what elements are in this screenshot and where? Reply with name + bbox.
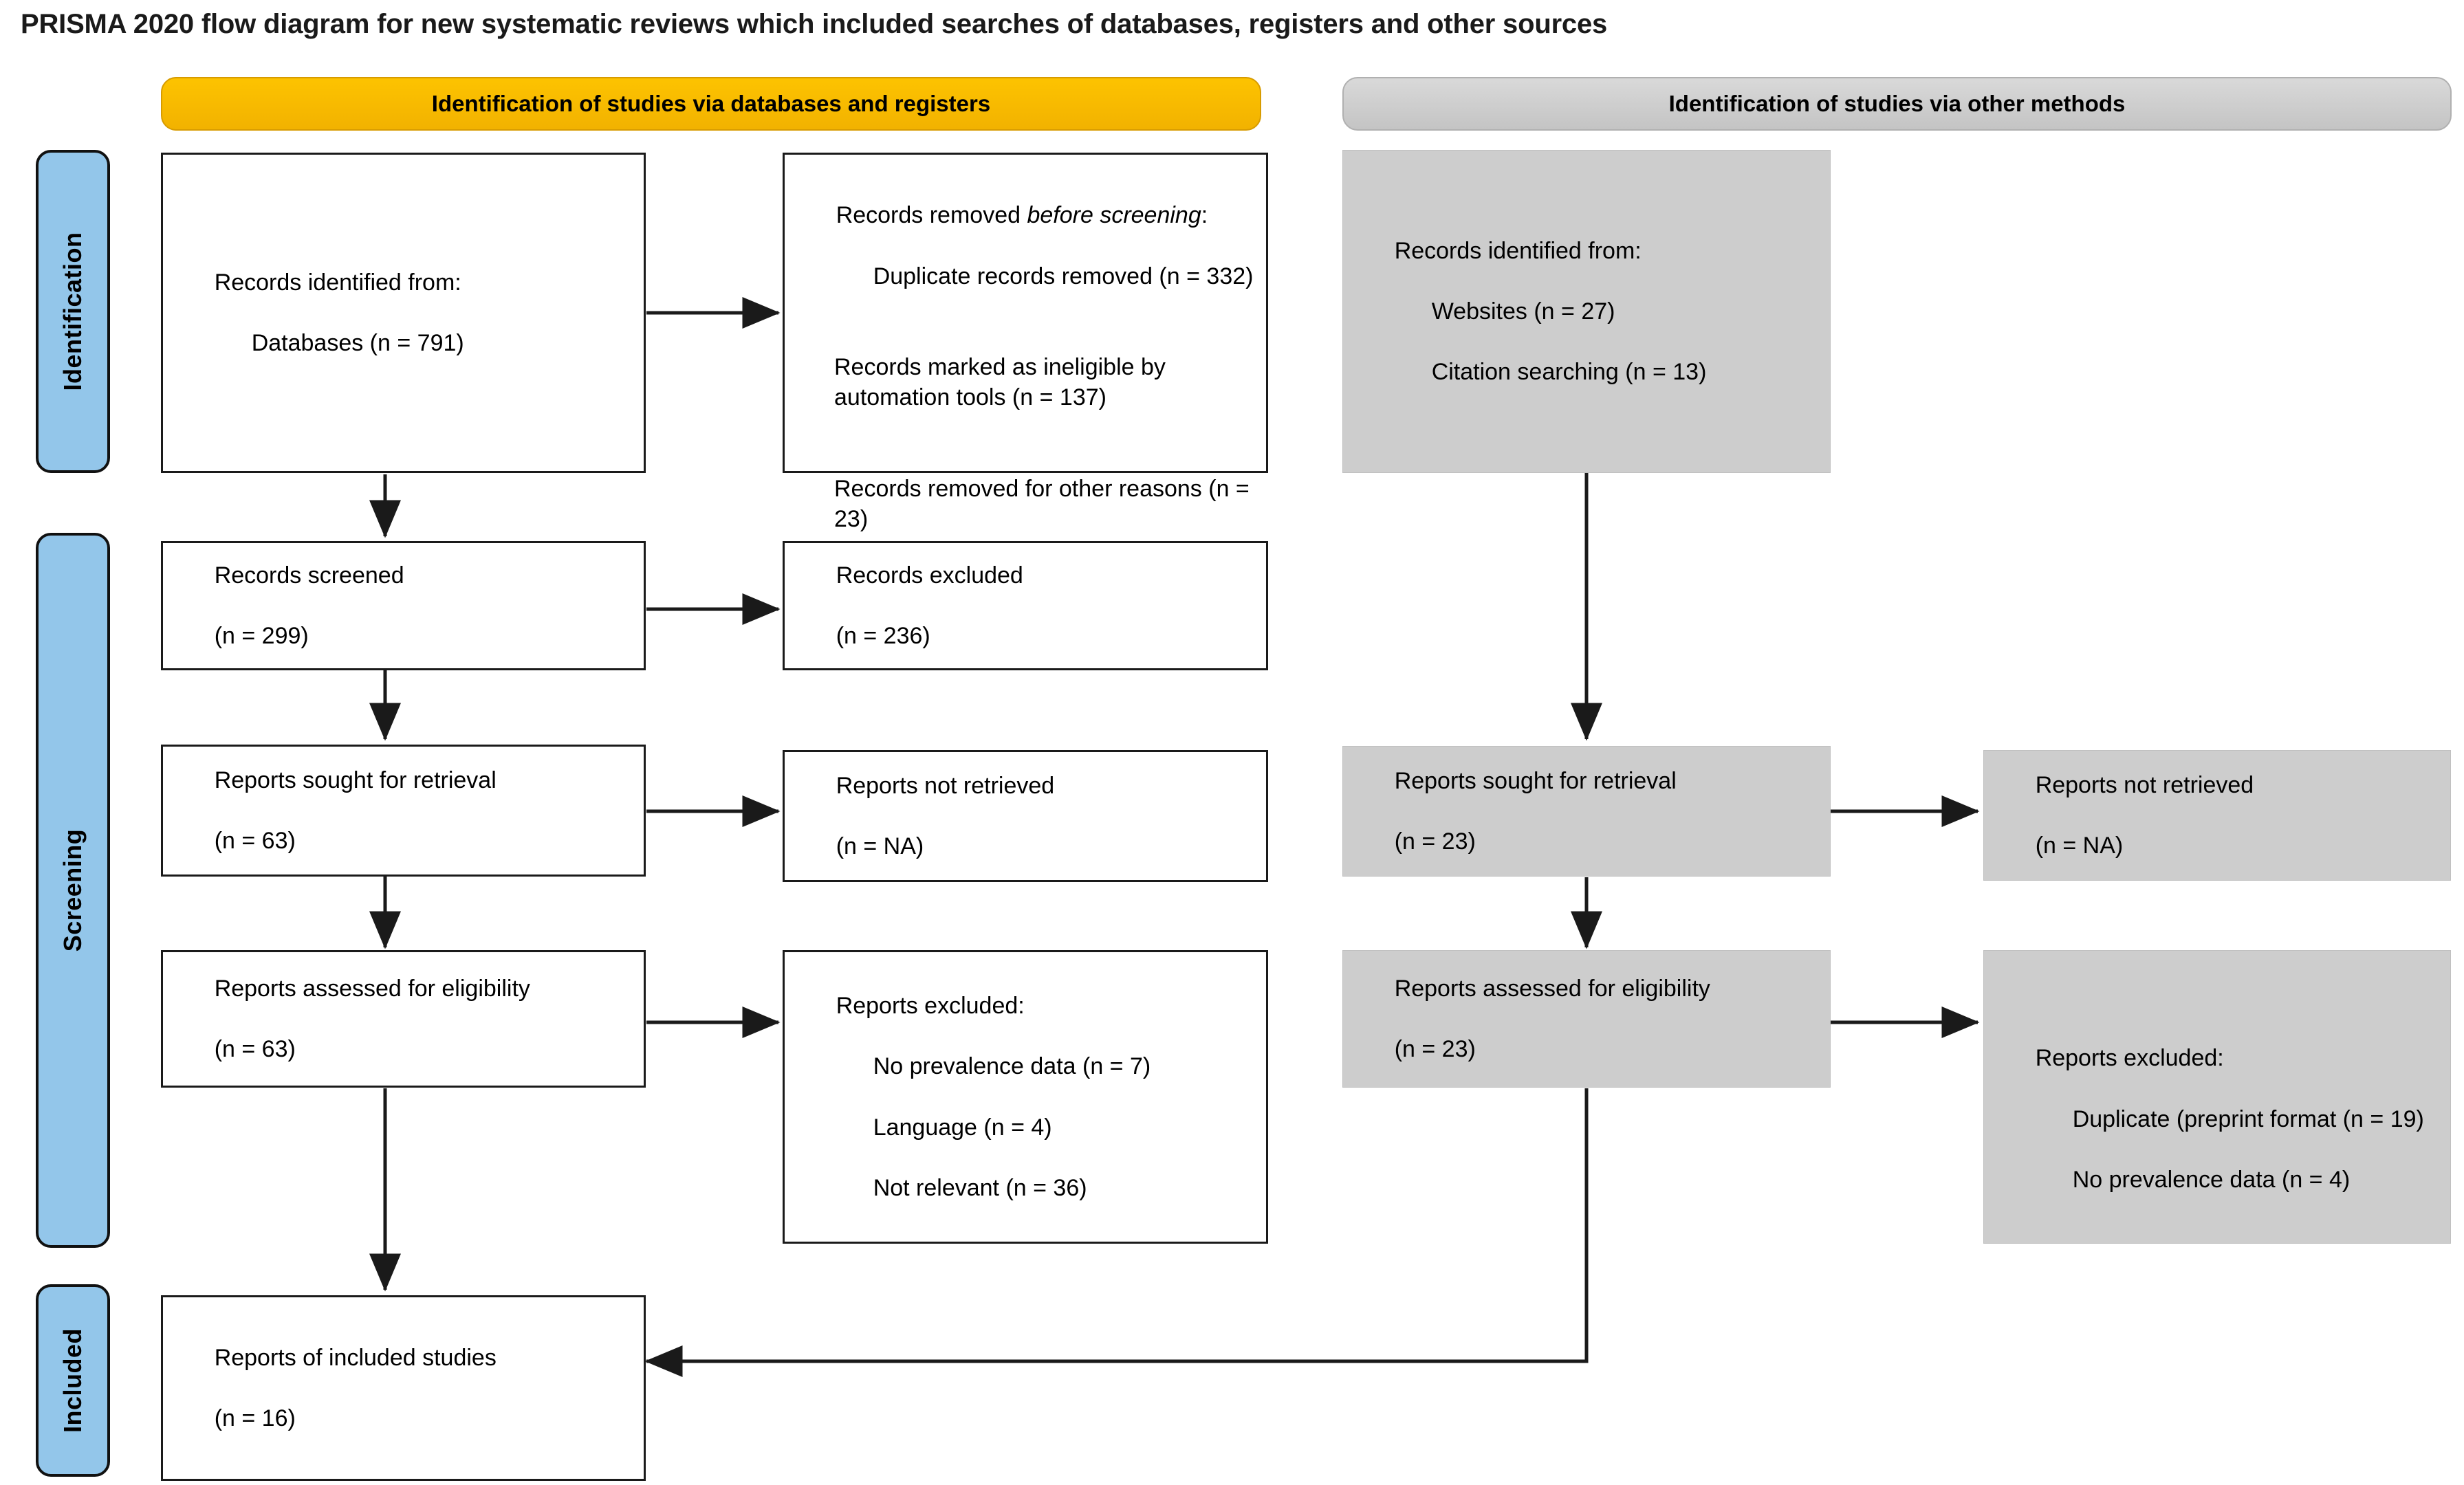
node-records-identified-other-text: Records identified from: Websites (n = 2…	[1355, 205, 1707, 417]
phase-identification: Identification	[36, 150, 110, 473]
included-studies-count: (n = 16)	[214, 1405, 296, 1432]
node-other-reports-sought-retrieval: Reports sought for retrieval (n = 23)	[1342, 746, 1831, 877]
records-screened-count: (n = 299)	[214, 623, 309, 650]
band-header-other-methods: Identification of studies via other meth…	[1342, 77, 2452, 131]
other-reports-assessed-label: Reports assessed for eligibility	[1394, 975, 1710, 1002]
node-reports-excluded-reasons-text: Reports excluded: No prevalence data (n …	[797, 960, 1151, 1234]
page-title: PRISMA 2020 flow diagram for new systema…	[21, 9, 1608, 39]
records-excluded-label: Records excluded	[836, 562, 1023, 588]
reports-not-retrieved-count: (n = NA)	[836, 833, 924, 860]
band-header-databases: Identification of studies via databases …	[161, 77, 1261, 131]
node-reports-sought-text: Reports sought for retrieval (n = 63)	[175, 735, 497, 887]
phase-screening-label: Screening	[58, 828, 87, 952]
removed-heading-colon: :	[1201, 202, 1208, 229]
reports-assessed-label: Reports assessed for eligibility	[214, 975, 530, 1002]
reports-sought-count: (n = 63)	[214, 828, 296, 855]
records-identified-line2: Databases (n = 791)	[251, 330, 464, 357]
band-header-other-methods-label: Identification of studies via other meth…	[1668, 91, 2126, 116]
other-reports-not-retrieved-label: Reports not retrieved	[2035, 771, 2254, 798]
node-reports-not-retrieved-text: Reports not retrieved (n = NA)	[797, 740, 1055, 892]
node-records-identified-databases: Records identified from: Databases (n = …	[161, 153, 646, 473]
other-reports-not-retrieved-count: (n = NA)	[2035, 833, 2124, 859]
node-reports-sought-retrieval: Reports sought for retrieval (n = 63)	[161, 745, 646, 877]
node-reports-assessed-text: Reports assessed for eligibility (n = 63…	[175, 943, 530, 1095]
other-reports-sought-count: (n = 23)	[1394, 828, 1476, 855]
reports-excluded-item-no-prevalence: No prevalence data (n = 7)	[873, 1053, 1151, 1080]
node-reports-not-retrieved: Reports not retrieved (n = NA)	[783, 750, 1268, 882]
node-reports-of-included-studies: Reports of included studies (n = 16)	[161, 1295, 646, 1481]
node-other-reports-excluded: Reports excluded: Duplicate (preprint fo…	[1983, 950, 2451, 1244]
removed-item-automation: Records marked as ineligible by automati…	[834, 354, 1173, 411]
node-records-removed-text: Records removed before screening: Duplic…	[797, 170, 1254, 564]
removed-heading-italic: before screening	[1027, 202, 1201, 229]
reports-excluded-heading: Reports excluded:	[836, 992, 1025, 1019]
reports-excluded-item-language: Language (n = 4)	[873, 1114, 1052, 1141]
node-other-reports-assessed-text: Reports assessed for eligibility (n = 23…	[1355, 943, 1710, 1095]
node-reports-assessed-eligibility: Reports assessed for eligibility (n = 63…	[161, 950, 646, 1088]
node-records-screened-text: Records screened (n = 299)	[175, 530, 404, 682]
removed-item-duplicates: Duplicate records removed (n = 332)	[873, 263, 1254, 289]
removed-item-other-reasons: Records removed for other reasons (n = 2…	[834, 475, 1256, 533]
phase-included-label: Included	[58, 1328, 87, 1433]
other-reports-assessed-count: (n = 23)	[1394, 1036, 1476, 1063]
phase-identification-label: Identification	[58, 232, 87, 391]
records-identified-line1: Records identified from:	[214, 269, 461, 296]
node-records-screened: Records screened (n = 299)	[161, 541, 646, 670]
records-excluded-count: (n = 236)	[836, 623, 930, 650]
other-reports-sought-label: Reports sought for retrieval	[1394, 767, 1677, 794]
included-studies-label: Reports of included studies	[214, 1344, 497, 1371]
reports-excluded-item-not-relevant: Not relevant (n = 36)	[873, 1174, 1087, 1201]
other-reports-excluded-heading: Reports excluded:	[2035, 1045, 2224, 1072]
node-other-reports-excluded-text: Reports excluded: Duplicate (preprint fo…	[1996, 1013, 2424, 1225]
removed-heading-plain: Records removed	[836, 202, 1027, 229]
node-reports-of-included-studies-text: Reports of included studies (n = 16)	[175, 1312, 497, 1464]
other-identified-websites: Websites (n = 27)	[1431, 298, 1615, 324]
other-identified-citation: Citation searching (n = 13)	[1431, 359, 1707, 386]
reports-sought-label: Reports sought for retrieval	[214, 767, 497, 793]
other-reports-excluded-item-no-prevalence: No prevalence data (n = 4)	[2072, 1166, 2351, 1193]
band-header-databases-label: Identification of studies via databases …	[431, 91, 991, 116]
node-records-excluded: Records excluded (n = 236)	[783, 541, 1268, 670]
reports-assessed-count: (n = 63)	[214, 1036, 296, 1063]
node-records-excluded-text: Records excluded (n = 236)	[797, 530, 1023, 682]
node-records-identified-other: Records identified from: Websites (n = 2…	[1342, 150, 1831, 473]
node-other-reports-not-retrieved: Reports not retrieved (n = NA)	[1983, 750, 2451, 881]
phase-screening: Screening	[36, 533, 110, 1248]
node-other-reports-assessed-eligibility: Reports assessed for eligibility (n = 23…	[1342, 950, 1831, 1088]
node-other-reports-not-retrieved-text: Reports not retrieved (n = NA)	[1996, 740, 2254, 892]
phase-included: Included	[36, 1284, 110, 1477]
other-reports-excluded-item-duplicate: Duplicate (preprint format (n = 19)	[2072, 1106, 2424, 1132]
node-other-reports-sought-text: Reports sought for retrieval (n = 23)	[1355, 736, 1677, 888]
reports-not-retrieved-label: Reports not retrieved	[836, 772, 1055, 799]
node-reports-excluded-reasons: Reports excluded: No prevalence data (n …	[783, 950, 1268, 1244]
other-identified-line1: Records identified from:	[1394, 237, 1642, 264]
records-screened-label: Records screened	[214, 562, 404, 588]
node-records-identified-databases-text: Records identified from: Databases (n = …	[175, 237, 464, 389]
node-records-removed-before-screening: Records removed before screening: Duplic…	[783, 153, 1268, 532]
